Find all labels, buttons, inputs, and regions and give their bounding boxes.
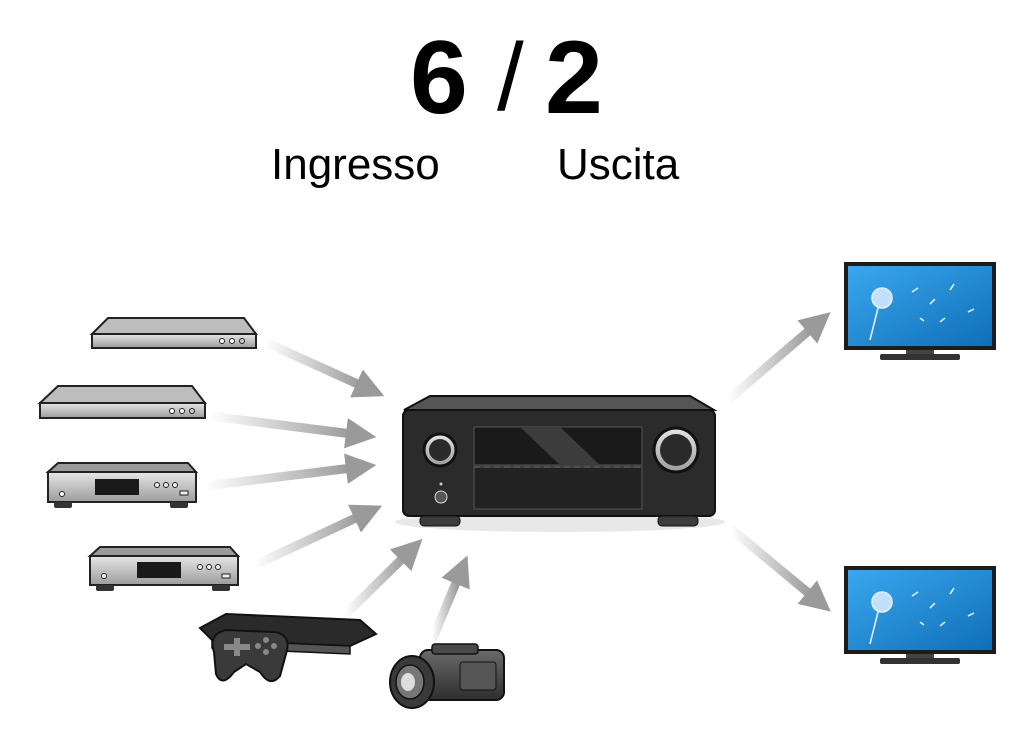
input-count: 6 [410, 20, 468, 136]
output-arrows [725, 312, 831, 612]
av-receiver-icon [395, 395, 725, 532]
dvd-player-icon [37, 385, 208, 419]
title-row: 6 / 2 [0, 18, 1028, 138]
arrow-out-2 [727, 524, 831, 612]
arrow-out-1 [725, 312, 831, 404]
output-label: Uscita [557, 140, 680, 189]
arrow-6 [427, 555, 470, 642]
game-console-icon [198, 612, 378, 683]
tv-monitor-icon [844, 262, 996, 360]
media-player-icon [87, 546, 241, 591]
input-arrows [204, 337, 470, 642]
camcorder-icon [389, 643, 505, 709]
separator: / [497, 24, 524, 131]
cd-player-icon [45, 462, 199, 508]
arrow-3 [204, 453, 377, 491]
input-label: Ingresso [271, 140, 440, 189]
output-count: 2 [545, 20, 603, 136]
arrow-5 [341, 538, 423, 619]
blu-ray-player-icon [89, 317, 258, 349]
tv-monitor-icon [844, 566, 996, 664]
arrow-2 [209, 411, 377, 449]
arrow-4 [253, 504, 383, 570]
arrow-1 [263, 337, 385, 398]
